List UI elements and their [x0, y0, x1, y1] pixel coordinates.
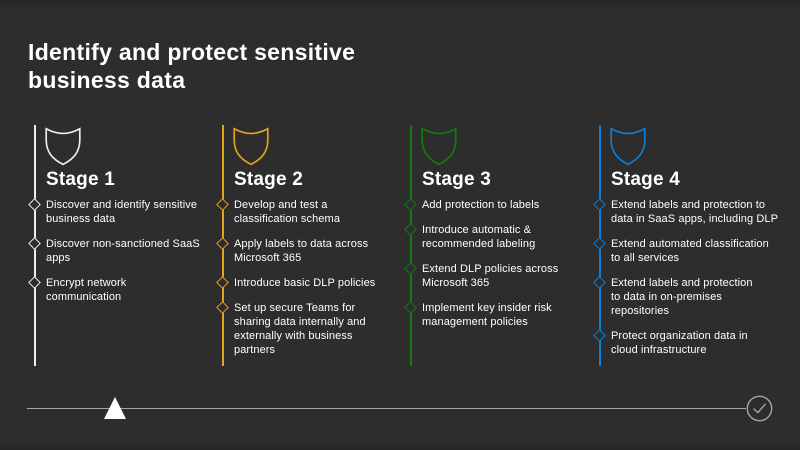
timeline-line — [27, 408, 746, 409]
stage-item: Extend DLP policies across Microsoft 365 — [403, 261, 597, 290]
stage-3-items: Add protection to labels Introduce autom… — [403, 197, 597, 340]
stage-item: Discover and identify sensitive business… — [27, 197, 221, 226]
shield-icon — [45, 127, 81, 166]
diamond-bullet-icon — [27, 275, 41, 289]
stage-2-title: Stage 2 — [234, 169, 303, 190]
stage-1-items: Discover and identify sensitive business… — [27, 197, 221, 315]
top-edge-band — [0, 0, 800, 5]
stage-column-4: Stage 4 Extend labels and protection to … — [592, 125, 799, 370]
stage-item: Implement key insider risk management po… — [403, 300, 597, 329]
diamond-bullet-icon — [27, 197, 41, 211]
stage-item: Encrypt network communication — [27, 275, 221, 304]
stage-column-3: Stage 3 Add protection to labels Introdu… — [403, 125, 590, 370]
stage-column-1: Stage 1 Discover and identify sensitive … — [27, 125, 214, 370]
page-title: Identify and protect sensitive business … — [28, 39, 356, 93]
stage-3-title: Stage 3 — [422, 169, 491, 190]
stage-4-title: Stage 4 — [611, 169, 680, 190]
bottom-edge-band — [0, 445, 800, 450]
shield-icon — [233, 127, 269, 166]
stage-2-items: Develop and test a classification schema… — [215, 197, 409, 368]
check-circle-icon — [746, 395, 773, 422]
stage-item: Add protection to labels — [403, 197, 597, 212]
stage-item: Extend labels and protection to data in … — [592, 275, 799, 318]
stage-4-items: Extend labels and protection to data in … — [592, 197, 799, 368]
shield-icon — [610, 127, 646, 166]
stage-item: Introduce basic DLP policies — [215, 275, 409, 290]
stage-item: Discover non-sanctioned SaaS apps — [27, 236, 221, 265]
stage-item: Set up secure Teams for sharing data int… — [215, 300, 409, 357]
stage-3-vertical-line — [410, 125, 412, 366]
stage-item: Protect organization data in cloud infra… — [592, 328, 799, 357]
stage-1-title: Stage 1 — [46, 169, 115, 190]
stage-item: Introduce automatic & recommended labeli… — [403, 222, 597, 251]
triangle-up-marker — [104, 397, 126, 419]
stage-column-2: Stage 2 Develop and test a classificatio… — [215, 125, 402, 370]
stage-item: Apply labels to data across Microsoft 36… — [215, 236, 409, 265]
stage-item: Extend automated classification to all s… — [592, 236, 799, 265]
stage-item: Extend labels and protection to data in … — [592, 197, 799, 226]
stage-item: Develop and test a classification schema — [215, 197, 409, 226]
shield-icon — [421, 127, 457, 166]
diamond-bullet-icon — [27, 236, 41, 250]
